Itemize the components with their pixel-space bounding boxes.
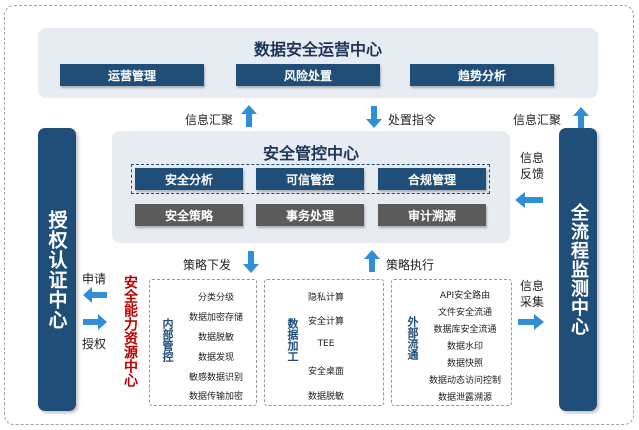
label-authorize: 授权: [82, 337, 107, 351]
processing-item-1: 安全计算: [307, 317, 344, 327]
internal-control-label: 内部管控: [161, 318, 174, 362]
label-strategy-down: 策略下发: [183, 258, 232, 272]
internal-item-0: 分类分级: [197, 293, 234, 303]
control-row1-2[interactable]: 合规管理: [378, 168, 486, 190]
label-info-collect-right: 信息汇聚: [513, 113, 562, 127]
processing-item-2: TEE: [317, 339, 335, 349]
internal-item-1: 数据加密存储: [188, 313, 243, 323]
ops-button-1[interactable]: 风险处置: [236, 64, 380, 86]
processing-box: [264, 279, 384, 406]
ops-button-2[interactable]: 趋势分析: [410, 64, 554, 86]
processing-label: 数据加工: [286, 318, 299, 362]
external-box: [391, 279, 512, 406]
control-row2-0[interactable]: 安全策略: [135, 204, 243, 226]
arrow-up-left: [241, 105, 257, 127]
external-label: 外部流通: [406, 316, 419, 360]
internal-item-2: 数据脱敏: [197, 333, 234, 343]
external-item-1: 文件安全流通: [437, 308, 492, 318]
processing-item-0: 隐私计算: [307, 293, 344, 303]
processing-item-4: 数据脱敏: [307, 392, 344, 402]
label-info-feedback: 信息反馈: [519, 150, 545, 182]
capability-center-title: 安全能力资源中心: [122, 275, 138, 387]
arrow-up-right: [573, 107, 589, 129]
ops-button-0[interactable]: 运营管理: [60, 64, 204, 86]
label-info-gather: 信息采集: [519, 278, 545, 310]
arrow-up-strategy: [364, 250, 380, 272]
monitor-center-bar[interactable]: 全流程监测中心: [559, 128, 597, 411]
arrow-left-feedback: [515, 192, 543, 208]
arrow-left-apply: [83, 287, 107, 303]
ops-center-title: 数据安全运营中心: [253, 40, 382, 59]
label-info-feedback-text: 信息反馈: [519, 151, 544, 181]
label-info-gather-text: 信息采集: [519, 279, 544, 309]
internal-item-5: 数据传输加密: [188, 392, 243, 402]
arrow-down-center: [366, 106, 382, 128]
external-item-6: 数据泄露溯源: [437, 393, 492, 403]
control-row1-1[interactable]: 可信管控: [256, 168, 364, 190]
control-row1-frame: [131, 164, 490, 194]
control-row1-0[interactable]: 安全分析: [135, 168, 243, 190]
monitor-center-title: 全流程监测中心: [568, 203, 589, 336]
arrow-right-authorize: [83, 314, 107, 330]
auth-center-title: 授权认证中心: [45, 209, 68, 330]
control-row2-2[interactable]: 审计溯源: [378, 204, 486, 226]
label-apply: 申请: [82, 272, 107, 286]
processing-item-3: 安全桌面: [307, 367, 344, 377]
control-center-title: 安全管控中心: [262, 144, 359, 163]
internal-item-4: 敏感数据识别: [188, 373, 243, 383]
external-item-3: 数据水印: [446, 342, 483, 352]
internal-item-3: 数据发现: [197, 353, 234, 363]
external-item-4: 数据快照: [446, 359, 483, 369]
outer-frame: [4, 5, 634, 425]
external-item-5: 数据动态访问控制: [428, 376, 501, 386]
label-dispatch: 处置指令: [388, 113, 437, 127]
arrow-down-strategy: [243, 251, 259, 273]
ops-center-panel: [38, 28, 598, 98]
arrow-right-gather: [518, 314, 544, 330]
external-item-2: 数据库安全流通: [433, 325, 497, 335]
label-strategy-exec: 策略执行: [386, 258, 435, 272]
control-row2-1[interactable]: 事务处理: [256, 204, 364, 226]
external-item-0: API安全路由: [439, 291, 491, 301]
auth-center-bar[interactable]: 授权认证中心: [38, 128, 76, 411]
internal-control-box: [149, 279, 257, 406]
label-info-collect-left: 信息汇聚: [185, 113, 234, 127]
